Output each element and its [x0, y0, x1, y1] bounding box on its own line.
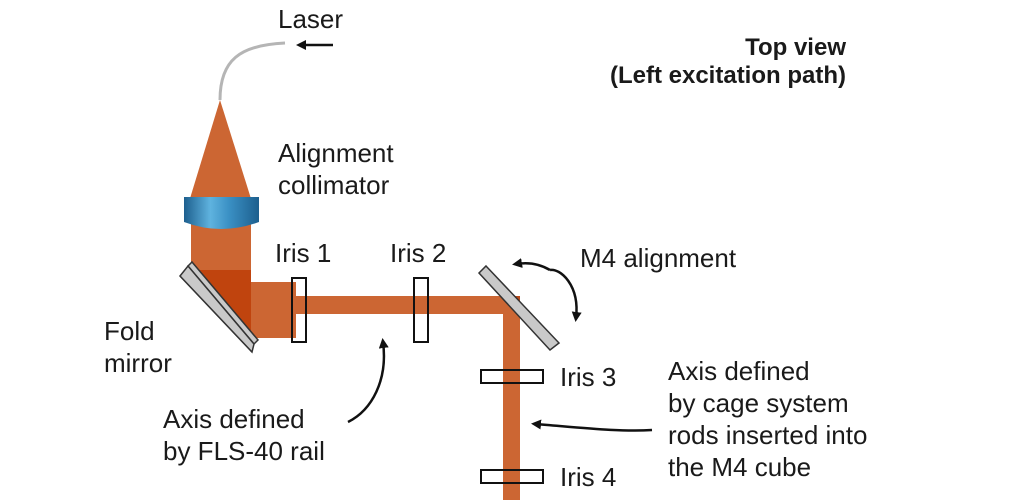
label-fold-2: mirror [104, 348, 172, 378]
label-iris-4: Iris 4 [560, 462, 616, 492]
label-fold-1: Fold [104, 316, 155, 346]
beam-vertical [503, 308, 520, 500]
label-rail-1: Axis defined [163, 404, 305, 434]
label-rail-2: by FLS-40 rail [163, 436, 325, 466]
label-iris-3: Iris 3 [560, 362, 616, 392]
label-laser: Laser [278, 4, 343, 34]
beam-cone [188, 100, 253, 205]
fiber-cable [218, 41, 286, 101]
iris-1-mount [291, 277, 307, 343]
m4-alignment-arrow [549, 268, 582, 322]
cage-axis-arrow [531, 419, 653, 432]
label-collimator-1: Alignment [278, 138, 394, 168]
label-cage-4: the M4 cube [668, 452, 811, 482]
iris-4-mount [480, 469, 544, 484]
title-line-1: Top view [745, 34, 846, 61]
collimator-lens [184, 197, 259, 229]
label-cage-2: by cage system [668, 388, 849, 418]
title-line-2: (Left excitation path) [610, 62, 846, 89]
label-cage-3: rods inserted into [668, 420, 867, 450]
rail-axis-arrow [347, 338, 389, 424]
iris-3-mount [480, 369, 544, 384]
m4-alignment-arrow-start [512, 258, 551, 272]
m4-mirror [477, 264, 561, 352]
beam-after-fold [251, 282, 296, 338]
label-cage-1: Axis defined [668, 356, 810, 386]
beam-horizontal [296, 296, 516, 314]
label-iris-2: Iris 2 [390, 238, 446, 268]
label-m4-alignment: M4 alignment [580, 243, 737, 273]
label-iris-1: Iris 1 [275, 238, 331, 268]
label-collimator-2: collimator [278, 170, 390, 200]
iris-2-mount [413, 277, 429, 343]
